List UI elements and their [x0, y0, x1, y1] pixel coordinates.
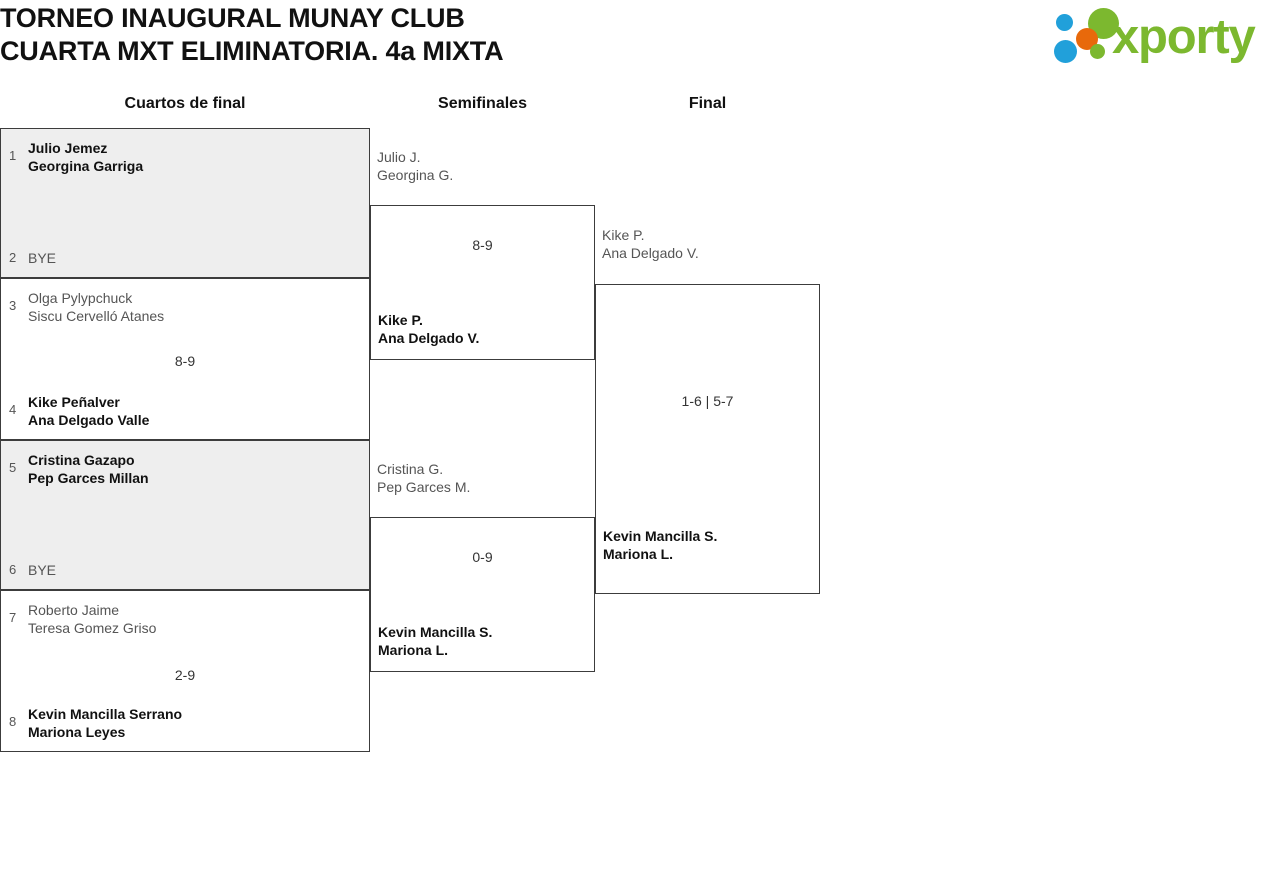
- round-header-quarterfinals: Cuartos de final: [124, 95, 246, 112]
- logo-wordmark: xporty: [1112, 10, 1256, 64]
- title-line-2: CUARTA MXT ELIMINATORIA. 4a MIXTA: [0, 36, 504, 66]
- match-r3-1-slot-top[interactable]: Kike P. Ana Delgado V.: [602, 226, 699, 262]
- match-r2-1-slot-bottom[interactable]: Kike P. Ana Delgado V.: [371, 311, 594, 347]
- match-r3-1-score: 1-6 | 5-7: [681, 393, 734, 409]
- team-player-1: Cristina G.: [377, 461, 444, 477]
- team-names: Kevin Mancilla S. Mariona L.: [378, 623, 594, 659]
- team-player-1: Julio Jemez: [28, 140, 108, 156]
- team-names: Roberto Jaime Teresa Gomez Griso: [28, 601, 369, 637]
- team-player-1: BYE: [28, 250, 57, 266]
- match-r2-2-score: 0-9: [472, 549, 493, 565]
- match-r2-2-slot-bottom[interactable]: Kevin Mancilla S. Mariona L.: [371, 623, 594, 659]
- team-player-2: Mariona L.: [378, 642, 449, 658]
- team-names: Julio Jemez Georgina Garriga: [28, 139, 369, 175]
- team-player-2: Teresa Gomez Griso: [28, 620, 157, 636]
- logo-dot-blue-small-icon: [1056, 14, 1073, 31]
- seed-number: 3: [9, 298, 17, 313]
- seed-number: 5: [9, 460, 17, 475]
- team-player-1: Olga Pylypchuck: [28, 290, 133, 306]
- team-names: BYE: [28, 249, 369, 267]
- match-r1-3-slot-top[interactable]: 5 Cristina Gazapo Pep Garces Millan: [1, 451, 369, 487]
- team-names: BYE: [28, 561, 369, 579]
- team-player-2: Ana Delgado V.: [378, 330, 480, 346]
- team-player-2: Siscu Cervelló Atanes: [28, 308, 165, 324]
- team-player-1: Kevin Mancilla S.: [603, 528, 718, 544]
- match-r1-3-slot-bottom[interactable]: 6 BYE: [1, 561, 369, 579]
- team-names: Kike P. Ana Delgado V.: [378, 311, 594, 347]
- seed-number: 2: [9, 250, 17, 265]
- seed-number: 6: [9, 562, 17, 577]
- team-names: Kike Peñalver Ana Delgado Valle: [28, 393, 369, 429]
- page-header: TORNEO INAUGURAL MUNAY CLUB CUARTA MXT E…: [0, 0, 1280, 80]
- team-player-1: Julio J.: [377, 149, 421, 165]
- team-player-1: Roberto Jaime: [28, 602, 120, 618]
- match-r1-4[interactable]: 7 Roberto Jaime Teresa Gomez Griso 2-9 8…: [0, 590, 370, 752]
- round-header-semifinals: Semifinales: [438, 95, 527, 112]
- team-names: Kevin Mancilla Serrano Mariona Leyes: [28, 705, 369, 741]
- team-player-1: Cristina Gazapo: [28, 452, 135, 468]
- team-player-2: Georgina G.: [377, 167, 454, 183]
- round-headers: Cuartos de final Semifinales Final: [0, 95, 1280, 121]
- match-r1-1-slot-bottom[interactable]: 2 BYE: [1, 249, 369, 267]
- team-player-2: Ana Delgado Valle: [28, 412, 150, 428]
- team-player-2: Mariona L.: [603, 546, 674, 562]
- seed-number: 4: [9, 402, 17, 417]
- round-header-final: Final: [688, 95, 727, 112]
- team-names: Olga Pylypchuck Siscu Cervelló Atanes: [28, 289, 369, 325]
- match-r1-2-score: 8-9: [174, 353, 196, 369]
- team-names: Cristina Gazapo Pep Garces Millan: [28, 451, 369, 487]
- match-r2-2[interactable]: 0-9 Kevin Mancilla S. Mariona L.: [370, 517, 595, 672]
- team-player-2: Pep Garces M.: [377, 479, 471, 495]
- logo-dots-icon: [1050, 6, 1124, 68]
- logo-dot-blue-large-icon: [1054, 40, 1077, 63]
- logo-dot-green-small-icon: [1090, 44, 1105, 59]
- page-title: TORNEO INAUGURAL MUNAY CLUB CUARTA MXT E…: [0, 2, 1000, 68]
- match-r1-4-score: 2-9: [174, 667, 196, 683]
- team-player-2: Pep Garces Millan: [28, 470, 149, 486]
- match-r1-2-slot-bottom[interactable]: 4 Kike Peñalver Ana Delgado Valle: [1, 393, 369, 429]
- match-r3-1[interactable]: 1-6 | 5-7 Kevin Mancilla S. Mariona L.: [595, 284, 820, 594]
- seed-number: 1: [9, 148, 17, 163]
- match-r2-1[interactable]: 8-9 Kike P. Ana Delgado V.: [370, 205, 595, 360]
- xporty-logo[interactable]: xporty: [1050, 6, 1276, 68]
- match-r2-2-slot-top[interactable]: Cristina G. Pep Garces M.: [377, 460, 470, 496]
- team-player-1: Kike P.: [378, 312, 423, 328]
- team-player-1: BYE: [28, 562, 57, 578]
- match-r1-2[interactable]: 3 Olga Pylypchuck Siscu Cervelló Atanes …: [0, 278, 370, 440]
- match-r1-2-slot-top[interactable]: 3 Olga Pylypchuck Siscu Cervelló Atanes: [1, 289, 369, 325]
- team-player-1: Kike Peñalver: [28, 394, 120, 410]
- match-r1-3[interactable]: 5 Cristina Gazapo Pep Garces Millan 6 BY…: [0, 440, 370, 590]
- team-player-2: Ana Delgado V.: [602, 245, 699, 261]
- seed-number: 8: [9, 714, 17, 729]
- match-r1-1[interactable]: 1 Julio Jemez Georgina Garriga 2 BYE: [0, 128, 370, 278]
- match-r1-1-slot-top[interactable]: 1 Julio Jemez Georgina Garriga: [1, 139, 369, 175]
- match-r1-4-slot-top[interactable]: 7 Roberto Jaime Teresa Gomez Griso: [1, 601, 369, 637]
- team-names: Kevin Mancilla S. Mariona L.: [603, 527, 819, 563]
- seed-number: 7: [9, 610, 17, 625]
- team-player-2: Mariona Leyes: [28, 724, 126, 740]
- match-r1-4-slot-bottom[interactable]: 8 Kevin Mancilla Serrano Mariona Leyes: [1, 705, 369, 741]
- team-player-1: Kevin Mancilla S.: [378, 624, 493, 640]
- title-line-1: TORNEO INAUGURAL MUNAY CLUB: [0, 3, 465, 33]
- match-r2-1-slot-top[interactable]: Julio J. Georgina G.: [377, 148, 453, 184]
- match-r2-1-score: 8-9: [472, 237, 493, 253]
- team-player-1: Kike P.: [602, 227, 645, 243]
- team-player-2: Georgina Garriga: [28, 158, 144, 174]
- match-r3-1-slot-bottom[interactable]: Kevin Mancilla S. Mariona L.: [596, 527, 819, 563]
- team-player-1: Kevin Mancilla Serrano: [28, 706, 183, 722]
